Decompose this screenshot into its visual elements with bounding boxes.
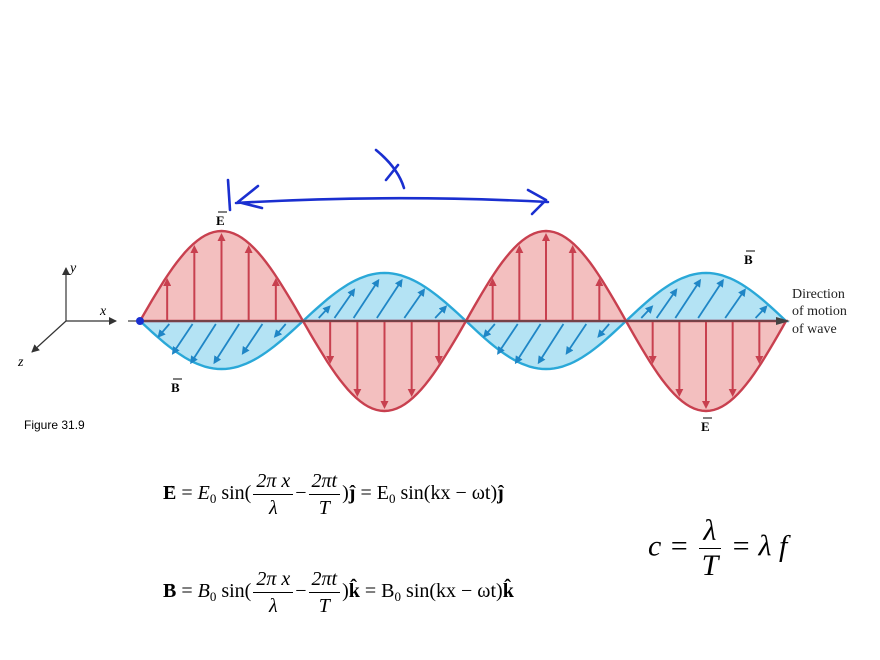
coordinate-axes: y x z bbox=[17, 261, 117, 370]
b-label-bottom: B bbox=[171, 378, 182, 395]
svg-text:E: E bbox=[216, 213, 225, 228]
svg-text:Direction: Direction bbox=[792, 287, 845, 302]
b-field-arrow bbox=[537, 323, 565, 365]
svg-text:E: E bbox=[701, 419, 710, 434]
b-field-wave bbox=[136, 271, 790, 371]
b-lobe bbox=[462, 319, 630, 371]
b-lobe bbox=[299, 271, 470, 323]
b-lobe bbox=[136, 319, 307, 371]
svg-text:B: B bbox=[744, 252, 753, 267]
b-field-arrow bbox=[754, 305, 768, 319]
z-axis-label: z bbox=[17, 355, 24, 370]
b-field-arrow bbox=[514, 323, 542, 365]
b-field-arrow bbox=[674, 278, 702, 319]
origin-dot bbox=[136, 317, 144, 325]
b-field-arrow bbox=[241, 323, 264, 355]
b-field-arrow bbox=[352, 278, 380, 319]
b-field-arrow bbox=[190, 323, 217, 365]
svg-text:of wave: of wave bbox=[792, 322, 837, 337]
b-lobe bbox=[622, 271, 790, 323]
b-field-arrow bbox=[434, 305, 448, 319]
b-field-arrow bbox=[640, 305, 654, 319]
b-field-arrow bbox=[157, 323, 170, 338]
e-label-bottom: E bbox=[701, 417, 712, 434]
wavelength-annotation bbox=[226, 148, 550, 216]
b-field-arrow bbox=[565, 323, 588, 355]
x-axis-label: x bbox=[99, 304, 107, 319]
y-axis-label: y bbox=[68, 261, 77, 276]
e-vector-symbol: →E bbox=[163, 478, 177, 505]
b-field-arrow bbox=[724, 288, 746, 319]
b-field-arrow bbox=[171, 323, 194, 355]
b-field-arrow bbox=[403, 288, 426, 319]
b-field-arrow bbox=[213, 323, 240, 365]
figure-caption: Figure 31.9 bbox=[24, 418, 85, 432]
propagation-arrowhead bbox=[776, 317, 790, 325]
e-field-wave bbox=[137, 229, 789, 413]
e-label-top: E bbox=[216, 211, 227, 228]
b-field-arrow bbox=[376, 278, 403, 319]
svg-text:B: B bbox=[171, 380, 180, 395]
b-field-arrow bbox=[318, 305, 331, 319]
b-field-arrow bbox=[273, 323, 287, 338]
svg-text:of motion: of motion bbox=[792, 304, 847, 319]
b-field-arrow bbox=[655, 288, 678, 319]
direction-of-motion-label: Direction of motion of wave bbox=[792, 287, 847, 337]
b-field-arrow bbox=[597, 323, 610, 338]
b-field-arrow bbox=[333, 288, 356, 319]
b-label-right: B bbox=[744, 250, 755, 267]
b-field-arrow bbox=[483, 323, 496, 338]
b-field-arrow bbox=[697, 278, 724, 319]
b-field-arrow bbox=[497, 323, 519, 355]
b-vector-symbol: →B bbox=[163, 576, 177, 603]
